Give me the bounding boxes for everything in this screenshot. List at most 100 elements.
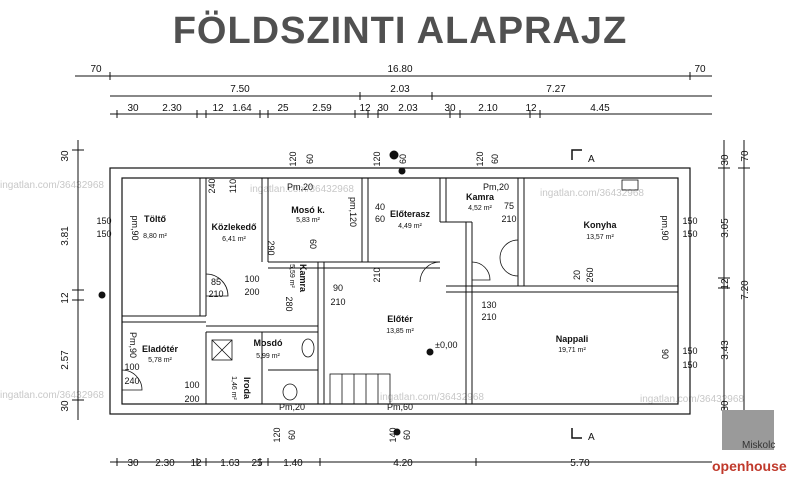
dimension-label: 4.20	[393, 458, 413, 469]
opening-label: Pm,20	[287, 182, 313, 192]
room-area: 13,85 m²	[386, 328, 414, 335]
opening-label: 210	[481, 312, 496, 322]
dimension-label: 70	[90, 64, 102, 75]
room-name: Konyha	[583, 220, 617, 230]
room-area: 5,99 m²	[256, 353, 280, 360]
dimension-label: 30	[720, 154, 731, 166]
opening-label: 150	[96, 216, 111, 226]
opening-label: 60	[375, 214, 385, 224]
dimension-label: 12	[359, 103, 371, 114]
opening-label: 150	[682, 229, 697, 239]
opening-label: pm,90	[660, 215, 670, 240]
opening-label: 210	[372, 267, 382, 282]
dimension-label: 12	[60, 292, 71, 304]
room-area: 4,52 m²	[468, 205, 492, 212]
opening-label: 60	[490, 154, 500, 164]
opening-label: 200	[184, 394, 199, 404]
opening-label: 100	[124, 362, 139, 372]
logo-city: Miskolc	[742, 440, 776, 451]
watermark-text: ingatlan.com/36432968	[250, 184, 354, 195]
dimension-label: 30	[444, 103, 456, 114]
room-area: 4,49 m²	[398, 223, 422, 230]
opening-label: 60	[305, 154, 315, 164]
section-label: A	[588, 154, 595, 165]
opening-label: 60	[287, 430, 297, 440]
room-name: Iroda	[242, 377, 252, 400]
room-area: 13,57 m²	[586, 234, 614, 241]
door-swings	[121, 239, 519, 391]
room-name: Előterasz	[390, 209, 431, 219]
dimension-label: 3.05	[720, 218, 731, 238]
exterior-walls	[109, 167, 691, 415]
room-area: 1,46 m²	[230, 376, 237, 400]
room-name: Töltő	[144, 214, 166, 224]
opening-label: 260	[585, 267, 595, 282]
room-area: 5,78 m²	[148, 357, 172, 364]
room-name: Eladótér	[142, 344, 179, 354]
dimension-label: 2.03	[398, 103, 418, 114]
dimension-label: 30	[127, 458, 139, 469]
dimension-lines-top	[72, 72, 750, 466]
opening-label: 210	[330, 297, 345, 307]
opening-label: 90	[333, 283, 343, 293]
dimension-label: 25	[277, 103, 289, 114]
opening-label: 150	[96, 229, 111, 239]
room-name: Mosó k.	[291, 205, 325, 215]
dimension-label: 1.64	[232, 103, 252, 114]
room-name: Kamra	[298, 264, 308, 293]
opening-label: 240	[124, 376, 139, 386]
opening-label: Pm,20	[279, 402, 305, 412]
opening-label: 120	[372, 151, 382, 166]
dimension-label: 4.45	[590, 103, 610, 114]
room-name: Mosdó	[254, 338, 283, 348]
dimension-label: 12	[525, 103, 537, 114]
interior-walls	[122, 178, 678, 404]
opening-label: Pm,60	[387, 402, 413, 412]
opening-label: 100	[244, 274, 259, 284]
dimension-label: 30	[60, 400, 71, 412]
dimension-label: 12	[720, 278, 731, 290]
dimension-label: 7.27	[546, 84, 566, 95]
opening-label: 150	[682, 360, 697, 370]
watermark-text: ingatlan.com/36432968	[540, 188, 644, 199]
dimension-label: 1.40	[283, 458, 303, 469]
dimension-label: 3.81	[60, 226, 71, 246]
dimension-label: 5.70	[570, 458, 590, 469]
dimension-label: 2.57	[60, 350, 71, 370]
section-marker	[571, 149, 582, 439]
opening-label: Pm,90	[128, 332, 138, 358]
light-icon	[98, 150, 434, 436]
watermark-text: ingatlan.com/36432968	[380, 392, 484, 403]
logo-brand: openhouse	[712, 458, 787, 474]
room-name: Közlekedő	[211, 222, 257, 232]
opening-label: 60	[398, 154, 408, 164]
dimension-label: 2.59	[312, 103, 332, 114]
room-name: Kamra	[466, 192, 495, 202]
opening-label: 150	[682, 346, 697, 356]
dimension-label: 12	[212, 103, 224, 114]
dimension-label: 16.80	[387, 64, 412, 75]
opening-label: 240	[207, 178, 217, 193]
opening-label: 210	[208, 289, 223, 299]
opening-label: 120	[475, 151, 485, 166]
room-area: 19,71 m²	[558, 347, 586, 354]
dimension-label: 2.30	[155, 458, 175, 469]
opening-label: 20	[572, 270, 582, 280]
opening-label: 140	[388, 427, 398, 442]
dimension-label: 30	[377, 103, 389, 114]
stairs	[329, 373, 391, 405]
opening-label: 280	[284, 296, 294, 311]
opening-label: 75	[504, 201, 514, 211]
watermark-text: ingatlan.com/36432968	[640, 394, 744, 405]
opening-label: 200	[244, 287, 259, 297]
dimension-label: 1.63	[220, 458, 240, 469]
watermark-text: ingatlan.com/36432968	[0, 180, 104, 191]
opening-annotations: 120 60 120 60 120 60 240 110 Pm,20 Pm,20…	[96, 151, 697, 442]
dimension-label: 30	[60, 150, 71, 162]
dimension-label: 70	[740, 150, 751, 162]
dimension-label: 7.50	[230, 84, 250, 95]
fixtures	[211, 179, 639, 401]
dimension-label: 7.20	[740, 280, 751, 300]
opening-label: 120	[272, 427, 282, 442]
